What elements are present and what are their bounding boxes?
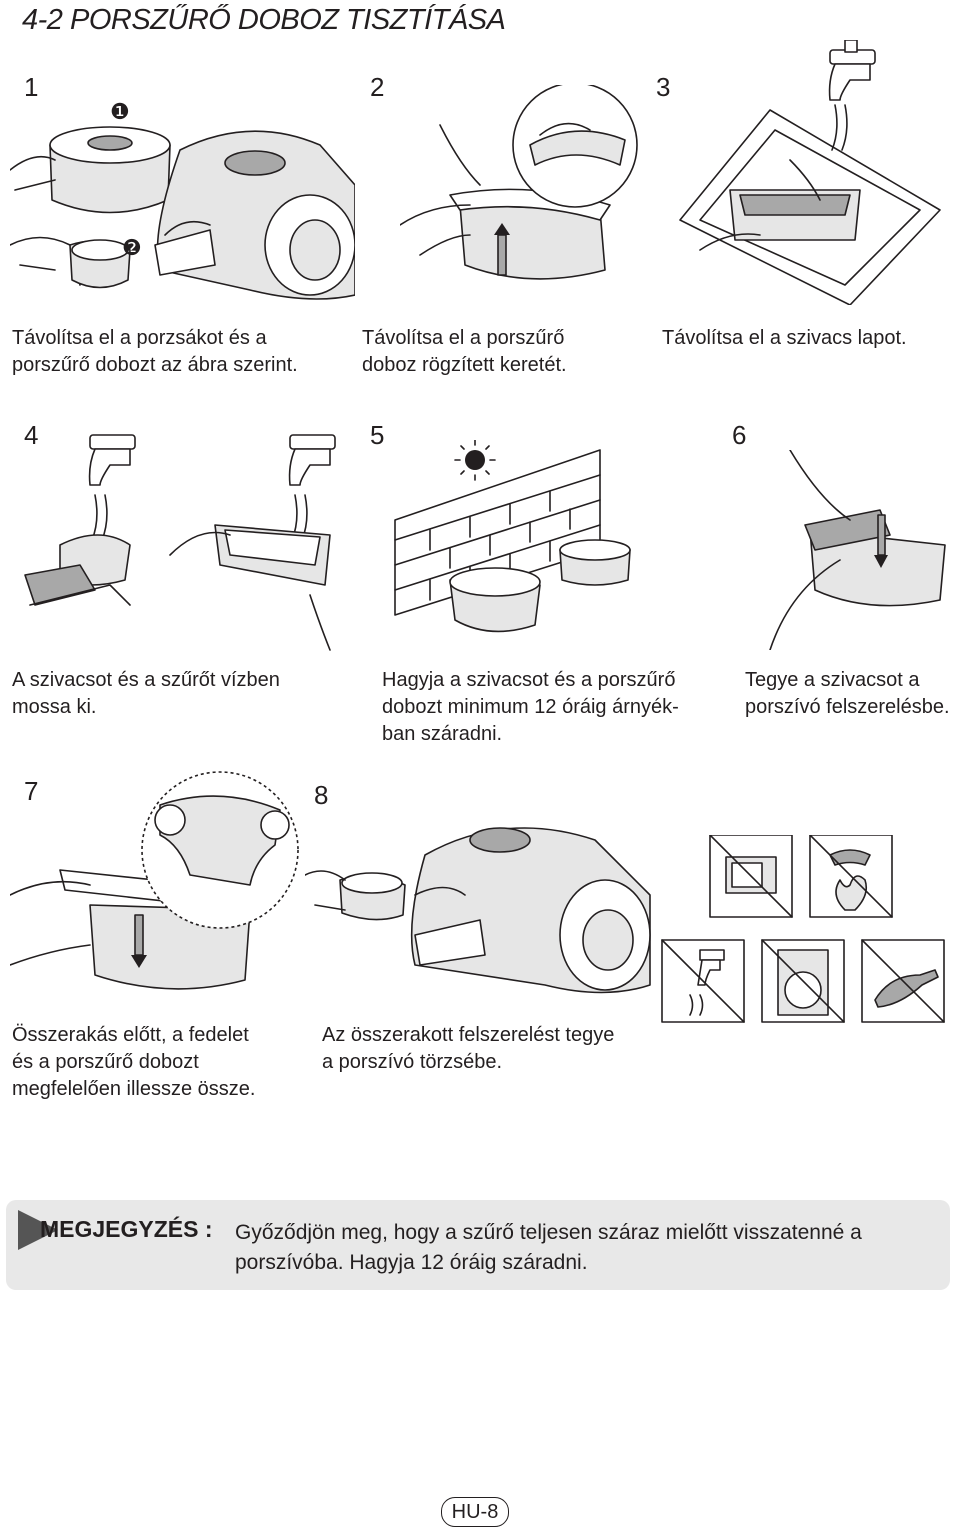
step-number-2: 2 bbox=[370, 72, 385, 102]
page-number: HU-8 bbox=[441, 1497, 509, 1527]
step-6-illustration bbox=[769, 450, 946, 650]
washing-machine-prohibited-icon bbox=[761, 939, 845, 1023]
step-4-caption: A szivacsot és a szűrőt vízben mossa ki. bbox=[12, 669, 280, 718]
step-8-illustration bbox=[305, 827, 651, 994]
step-3-illustration bbox=[679, 40, 941, 305]
step-number-3: 3 bbox=[656, 72, 671, 102]
step-7-caption: Összerakás előtt, a fedelet és a porszűr… bbox=[12, 1024, 256, 1100]
filter-frame-removal-illustration bbox=[400, 85, 638, 280]
faucet-icon bbox=[288, 434, 336, 486]
step-1-illustration: ❶ ❷ bbox=[10, 100, 355, 300]
step-2-illustration bbox=[400, 85, 638, 280]
sun-icon bbox=[454, 440, 496, 481]
step-number-4: 4 bbox=[24, 420, 39, 450]
step-4-illustration bbox=[24, 434, 336, 651]
page-title: 4-2 PORSZŰRŐ DOBOZ TISZTÍTÁSA bbox=[22, 4, 506, 36]
step-3-caption: Távolítsa el a szivacs lapot. bbox=[662, 327, 907, 349]
step-5-caption: Hagyja a szivacsot és a porszűrő dobozt … bbox=[382, 669, 679, 745]
marker-1: ❶ bbox=[110, 100, 130, 125]
step-2-caption: Távolítsa el a porszűrő doboz rögzített … bbox=[362, 327, 567, 376]
microwave-prohibited-icon bbox=[709, 835, 793, 918]
note-text: Győződjön meg, hogy a szűrő teljesen szá… bbox=[235, 1221, 862, 1274]
step-number-7: 7 bbox=[24, 776, 39, 806]
fire-prohibited-icon bbox=[809, 835, 893, 918]
step-1-caption: Távolítsa el a porzsákot és a porszűrő d… bbox=[12, 327, 298, 376]
step-5-illustration bbox=[394, 440, 631, 633]
step-6-caption: Tegye a szivacsot a porszívó felszerelés… bbox=[745, 669, 950, 718]
faucet-icon bbox=[88, 434, 136, 486]
dustbin-removal-illustration bbox=[10, 126, 355, 300]
step-number-1: 1 bbox=[24, 72, 39, 102]
step-8-caption: Az összerakott felszerelést tegye a pors… bbox=[322, 1024, 615, 1073]
note-arrow-icon bbox=[18, 1210, 58, 1250]
marker-2: ❷ bbox=[122, 236, 142, 261]
prohibition-icons bbox=[661, 835, 945, 1023]
step-number-6: 6 bbox=[732, 420, 747, 450]
step-number-8: 8 bbox=[314, 780, 329, 810]
step-7-illustration bbox=[10, 771, 299, 990]
brush-prohibited-icon bbox=[861, 939, 945, 1023]
sponge-removal-illustration bbox=[679, 40, 941, 305]
note-label: MEGJEGYZÉS : bbox=[40, 1216, 213, 1242]
step-number-5: 5 bbox=[370, 420, 385, 450]
note-box: MEGJEGYZÉS : Győződjön meg, hogy a szűrő… bbox=[6, 1200, 950, 1290]
faucet-icon bbox=[828, 40, 876, 101]
hot-water-prohibited-icon bbox=[661, 939, 745, 1023]
